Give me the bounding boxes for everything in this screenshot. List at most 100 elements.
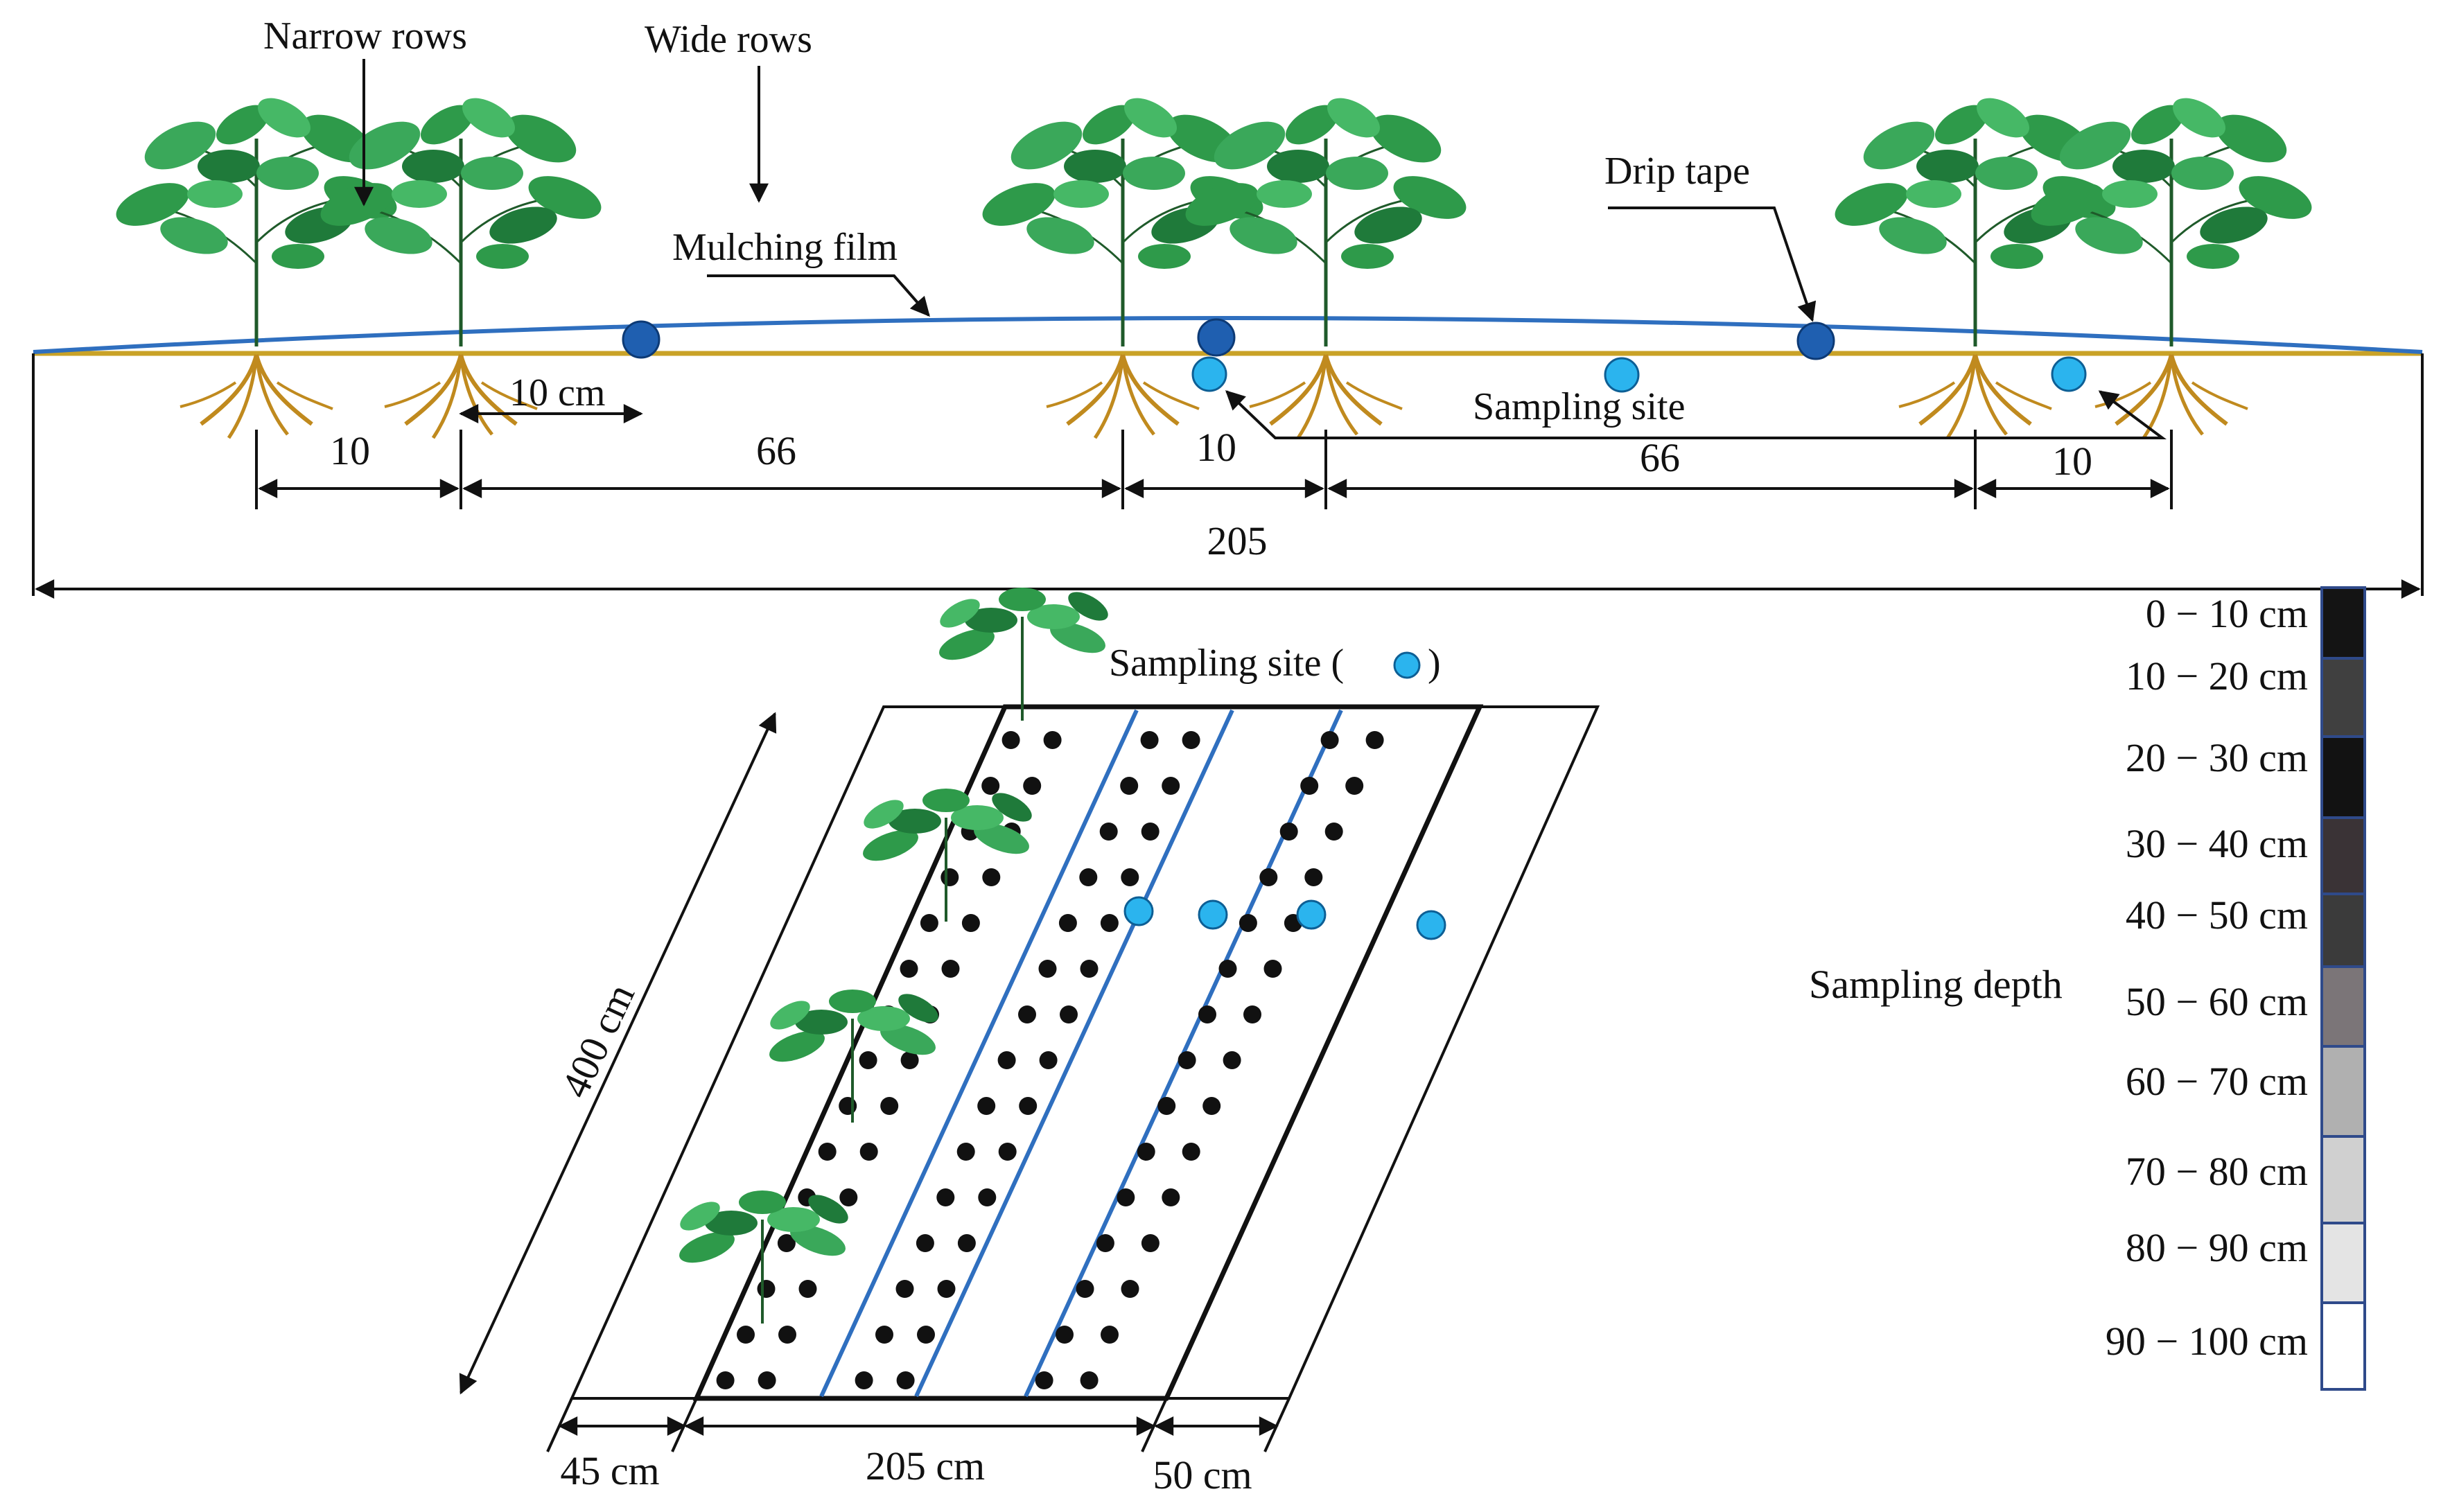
sampling-point [1365, 731, 1384, 749]
depth-swatch [2320, 586, 2366, 660]
drip-tape-icon [622, 320, 660, 359]
sampling-point [1182, 731, 1200, 749]
sampling-point [978, 1188, 997, 1206]
sampling-site-legend-close: ) [1428, 642, 1441, 685]
sampling-point [1043, 731, 1062, 749]
sampling-point [1079, 868, 1098, 886]
depth-level-label: 50 − 60 cm [2126, 979, 2308, 1024]
plant-icon [315, 90, 606, 346]
length-label: 400 cm [552, 977, 643, 1105]
roots-icon [1047, 355, 1199, 438]
sampling-point [818, 1143, 837, 1161]
plant-icon [857, 786, 1038, 923]
dim-wide-2: 66 [1640, 435, 1680, 480]
width-right-label: 50 cm [1153, 1452, 1252, 1497]
drip-tape-line [819, 709, 1139, 1398]
sampling-point [1120, 777, 1139, 795]
drip-tape-icon [1197, 318, 1236, 357]
sampling-point [758, 1371, 776, 1389]
depth-swatch [2320, 816, 2366, 895]
sampling-point [1198, 1005, 1216, 1023]
sampling-point [1202, 1097, 1221, 1115]
sampling-point [1279, 823, 1298, 841]
sampling-point [900, 960, 918, 978]
sampling-point [997, 1051, 1016, 1069]
depth-swatch [2320, 1222, 2366, 1304]
sampling-site-icon [1191, 356, 1227, 392]
depth-swatch [2320, 735, 2366, 819]
roots-icon [1899, 355, 2051, 438]
sampling-point [936, 1188, 955, 1206]
depth-swatch [2320, 1045, 2366, 1138]
sampling-point [1320, 731, 1339, 749]
sampling-point [1121, 868, 1139, 886]
sampling-point [1141, 1234, 1160, 1252]
drip-tape-leader [1608, 206, 1817, 322]
sampling-point [1023, 777, 1042, 795]
sampling-point [1157, 1097, 1176, 1115]
plot-view: Sampling site ( ) 400 cm 45 cm 205 cm 50… [459, 585, 1600, 1497]
sampling-point [1345, 777, 1364, 795]
depth-level-label: 20 − 30 cm [2126, 735, 2308, 780]
sampling-point [1162, 777, 1180, 795]
sampling-point [981, 777, 1000, 795]
length-dimension-line [459, 712, 777, 1395]
sampling-point [1162, 1188, 1180, 1206]
sampling-point [1300, 777, 1319, 795]
mulching-film-label: Mulching film [672, 226, 898, 269]
plant-icon [934, 585, 1114, 722]
sampling-site-icon [1393, 651, 1421, 679]
sampling-point [778, 1326, 796, 1344]
sampling-point [1058, 914, 1077, 932]
sampling-point [1056, 1326, 1074, 1344]
sampling-point [1117, 1188, 1135, 1206]
sampling-site-legend-label: Sampling site ( [1109, 642, 1344, 685]
sampling-site-icon [1198, 899, 1228, 930]
sampling-site-icon [2051, 356, 2087, 392]
sampling-point [1096, 1234, 1114, 1252]
depth-swatch [2320, 1135, 2366, 1224]
plant-icon [1180, 90, 1471, 346]
sampling-point [896, 1371, 915, 1389]
sampling-point [798, 1280, 817, 1298]
narrow-rows-label: Narrow rows [263, 15, 467, 58]
sampling-point [982, 868, 1001, 886]
sampling-point [1239, 914, 1257, 932]
drip-tape-label: Drip tape [1604, 150, 1750, 193]
sampling-point [1324, 823, 1343, 841]
sampling-point [875, 1326, 893, 1344]
sampling-site-label: Sampling site [1473, 385, 1685, 428]
dim-total: 205 [1207, 518, 1268, 563]
sampling-point [1243, 1005, 1261, 1023]
depth-swatch [2320, 657, 2366, 738]
sampling-point [1182, 1143, 1200, 1161]
sampling-point [880, 1097, 899, 1115]
roots-icon [2095, 355, 2248, 438]
depth-legend-title: Sampling depth [1809, 962, 2063, 1007]
dim-wide-1: 66 [756, 428, 796, 473]
sampling-point [777, 1234, 796, 1252]
sampling-point [1263, 960, 1282, 978]
width-left-label: 45 cm [560, 1448, 659, 1493]
dimension-lines [32, 353, 2424, 599]
sampling-point [956, 1143, 975, 1161]
sampling-site-icon [1123, 896, 1154, 926]
depth-level-label: 10 − 20 cm [2126, 653, 2308, 698]
sampling-point [859, 1143, 878, 1161]
depth-swatch [2320, 965, 2366, 1048]
sampling-point [1140, 731, 1159, 749]
depth-level-label: 30 − 40 cm [2126, 821, 2308, 866]
sampling-point [1039, 1051, 1058, 1069]
sampling-point [916, 1234, 934, 1252]
sampling-point [1080, 960, 1099, 978]
cross-section: Narrow rows Wide rows Mulching film Drip… [32, 15, 2424, 599]
sampling-point [1019, 1097, 1038, 1115]
sampling-site-icon [1416, 910, 1446, 940]
depth-level-label: 0 − 10 cm [2146, 591, 2308, 636]
roots-icon [1250, 355, 1402, 438]
sampling-point [839, 1188, 858, 1206]
mulching-film-line [33, 316, 2423, 354]
sampling-point [757, 1280, 776, 1298]
dim-narrow-3: 10 [2052, 439, 2092, 484]
